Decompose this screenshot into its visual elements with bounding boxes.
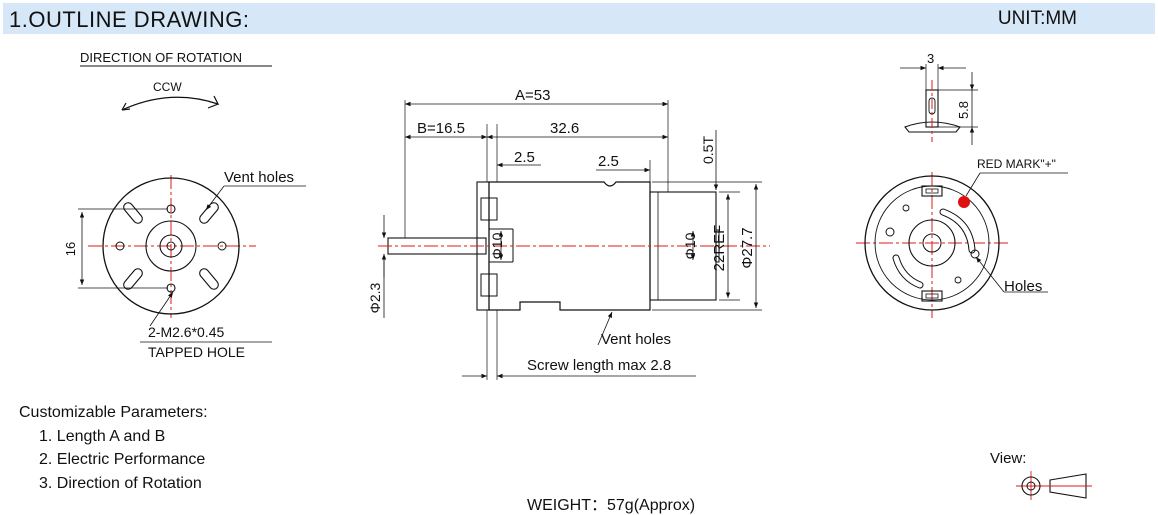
- vent-slot: [199, 268, 219, 290]
- tapped-hole-label: TAPPED HOLE: [148, 344, 245, 360]
- red-mark-label: RED MARK"+": [977, 157, 1056, 171]
- parameter-item: 3. Direction of Rotation: [39, 474, 202, 492]
- terminal-top: [921, 185, 943, 197]
- dim-2-5-left: 2.5: [514, 149, 535, 166]
- side-view: A=53 B=16.5 32.6 2.5 2.5 0.5T Φ10 Φ10 22…: [367, 87, 770, 380]
- rotation-indicator: DIRECTION OF ROTATION CCW: [80, 50, 272, 111]
- parameter-item: 1. Length A and B: [39, 427, 166, 445]
- front-view: 16 Vent holes 2-M2.6*0.45 TAPPED HOLE: [63, 169, 306, 360]
- section-header: 1.OUTLINE DRAWING: UNIT:MM: [3, 3, 1155, 34]
- dim-phi10-right: Φ10: [682, 232, 698, 259]
- dim-a: A=53: [515, 87, 550, 104]
- dim-16: 16: [63, 242, 78, 256]
- dim-b: B=16.5: [417, 120, 465, 137]
- view-symbol-icon: [1016, 471, 1092, 500]
- side-vent-holes-label: Vent holes: [601, 331, 671, 348]
- holes-label: Holes: [1004, 278, 1042, 295]
- view-label: View:: [990, 450, 1027, 467]
- rotation-direction: CCW: [153, 80, 182, 94]
- tapped-hole-spec: 2-M2.6*0.45: [148, 324, 224, 340]
- rotation-arrow-icon: [121, 95, 220, 111]
- weight-label: WEIGHT：57g(Approx): [527, 497, 696, 514]
- front-vent-holes-label: Vent holes: [224, 169, 294, 186]
- dim-phi10-left: Φ10: [489, 232, 505, 259]
- section-title: 1.OUTLINE DRAWING:: [9, 7, 250, 32]
- vent-slot: [123, 202, 143, 224]
- dim-phi2-3: Φ2.3: [367, 282, 383, 313]
- motor-body: [488, 181, 651, 311]
- rear-view: 3 5.8 RED MARK"+" Hole: [856, 51, 1068, 318]
- dim-0-5t: 0.5T: [700, 136, 716, 164]
- parameter-item: 2. Electric Performance: [39, 451, 206, 468]
- rear-housing-circle: [864, 175, 1000, 311]
- unit-label: UNIT:MM: [997, 8, 1077, 29]
- vent-slot: [199, 202, 219, 224]
- rotation-label: DIRECTION OF ROTATION: [80, 50, 242, 65]
- terminal-bottom: [921, 290, 943, 302]
- front-housing-circle: [102, 177, 240, 315]
- dim-5-8: 5.8: [956, 101, 971, 119]
- screw-length-label: Screw length max 2.8: [527, 357, 671, 374]
- dim-2-5-right: 2.5: [598, 153, 619, 170]
- dim-22ref: 22REF: [711, 225, 728, 272]
- red-mark-icon: [958, 196, 970, 208]
- dim-phi27-7: Φ27.7: [739, 227, 756, 268]
- dim-32-6: 32.6: [550, 120, 579, 137]
- vent-slot: [123, 268, 143, 290]
- dim-3: 3: [927, 51, 934, 66]
- customizable-parameters: Customizable Parameters: 1. Length A and…: [19, 401, 208, 495]
- parameters-title: Customizable Parameters:: [19, 404, 208, 421]
